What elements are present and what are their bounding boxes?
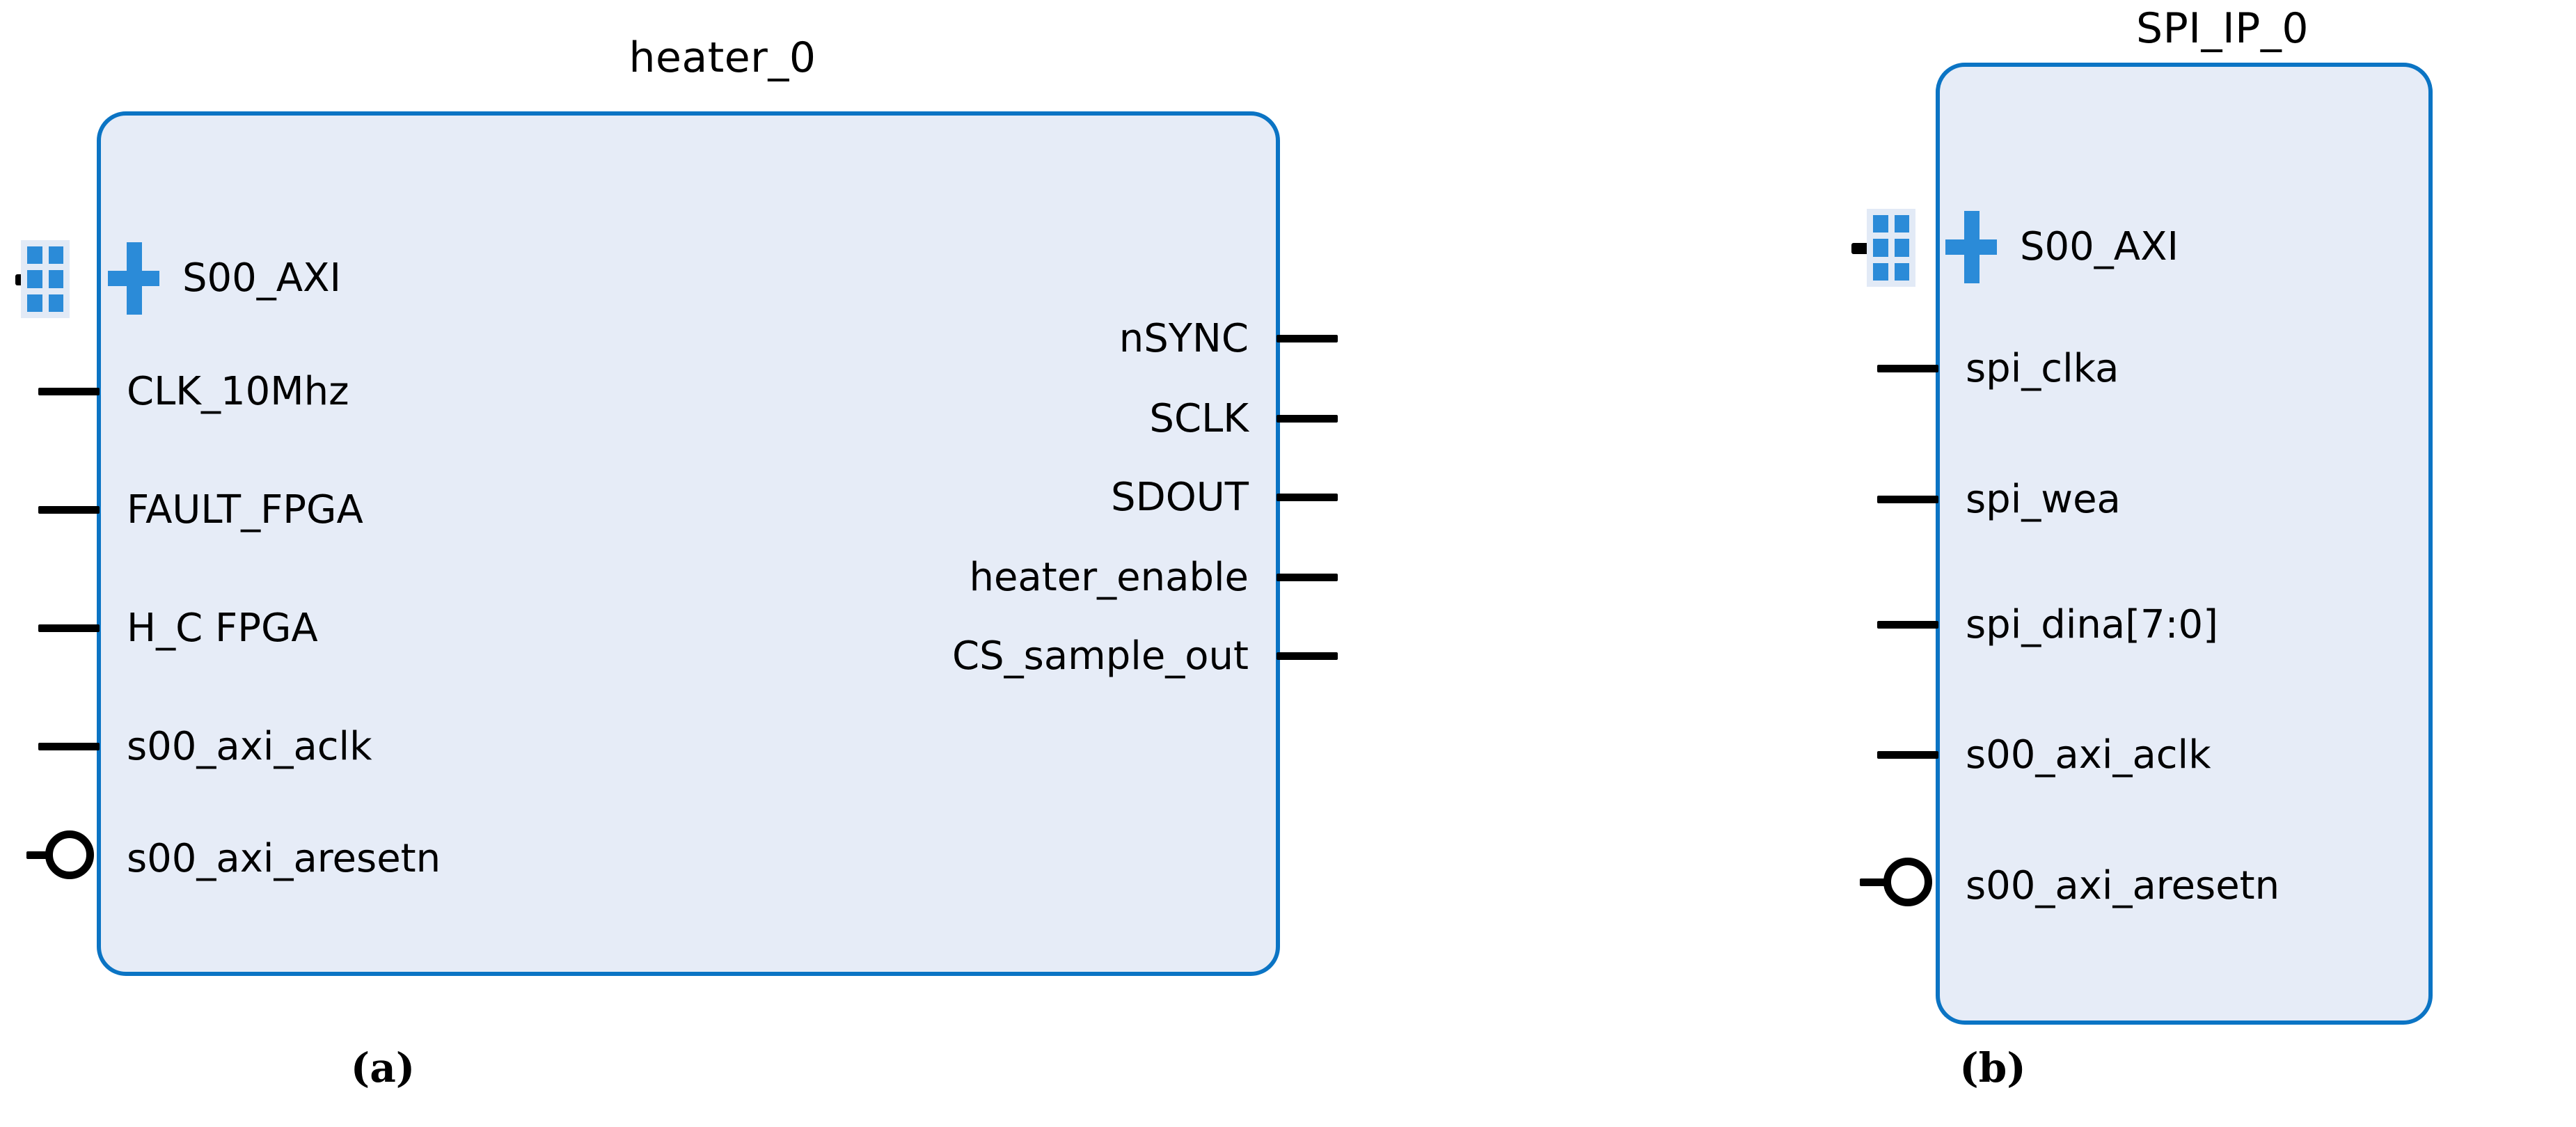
pin-stub <box>1277 574 1338 581</box>
pin-label: heater_enable <box>969 555 1249 600</box>
pin-label: s00_axi_aclk <box>1966 732 2211 778</box>
bus-interface-label: S00_AXI <box>182 255 341 301</box>
pin-stub <box>1277 494 1338 501</box>
pin-stub <box>1877 751 1938 759</box>
bus-interface-grid-icon <box>21 240 70 318</box>
pin-stub <box>1277 415 1338 423</box>
pin-stub <box>1277 335 1338 342</box>
pin-label: nSYNC <box>1119 316 1249 361</box>
block-title-spi_ip_0: SPI_IP_0 <box>2135 4 2309 53</box>
pin-stub <box>1277 652 1338 660</box>
pin-label: SCLK <box>1149 396 1249 441</box>
pin-label: FAULT_FPGA <box>127 487 363 533</box>
pin-stub <box>38 624 100 632</box>
active-low-bubble-icon <box>45 830 94 879</box>
pin-stub <box>1877 496 1938 503</box>
pin-label: s00_axi_aresetn <box>1966 863 2280 908</box>
pin-label: s00_axi_aresetn <box>127 836 441 881</box>
active-low-bubble-icon <box>1883 858 1932 906</box>
pin-stub <box>38 506 100 514</box>
pin-stub <box>38 388 100 395</box>
bus-interface-label: S00_AXI <box>2020 224 2179 269</box>
pin-stub <box>26 851 50 859</box>
block-body-heater_0[interactable] <box>97 111 1280 976</box>
pin-label: CLK_10Mhz <box>127 369 349 414</box>
expand-plus-icon[interactable] <box>108 242 159 315</box>
pin-stub <box>1877 365 1938 372</box>
pin-label: spi_wea <box>1966 477 2121 522</box>
pin-label: s00_axi_aclk <box>127 724 372 769</box>
bus-interface-grid-icon <box>1867 209 1915 287</box>
figure-caption-a: (a) <box>350 1044 416 1091</box>
pin-label: CS_sample_out <box>952 633 1249 679</box>
expand-plus-icon[interactable] <box>1945 211 1997 283</box>
block-title-heater_0: heater_0 <box>629 33 816 82</box>
pin-label: SDOUT <box>1111 475 1249 520</box>
block-body-spi_ip_0[interactable] <box>1936 63 2433 1025</box>
pin-label: spi_clka <box>1966 346 2119 391</box>
pin-stub <box>38 743 100 750</box>
figure-caption-b: (b) <box>1959 1044 2026 1091</box>
pin-label: H_C FPGA <box>127 606 318 651</box>
pin-stub <box>1860 878 1888 886</box>
pin-stub <box>1877 621 1938 629</box>
pin-label: spi_dina[7:0] <box>1966 602 2219 647</box>
